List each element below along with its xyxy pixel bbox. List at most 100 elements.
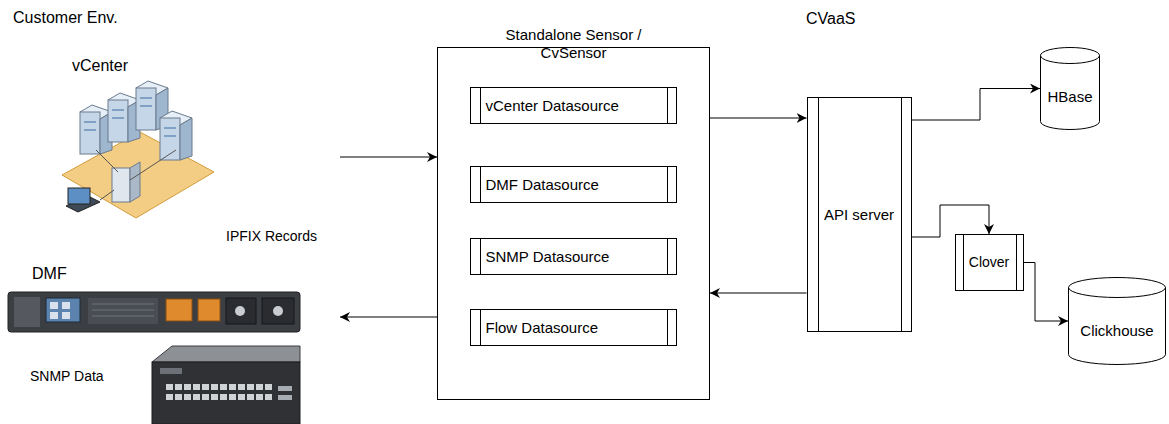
- region-tab: [1, 1, 165, 36]
- server-rack: [180, 118, 192, 160]
- dmf-appliance: [8, 292, 300, 332]
- node-label: HBase: [1047, 88, 1092, 106]
- node-label: Clickhouse: [1080, 322, 1153, 340]
- process-bar: [480, 167, 481, 202]
- dmf-appliance: [235, 306, 245, 316]
- process-bar: [480, 88, 481, 123]
- switch-port: [211, 384, 218, 390]
- dmf-appliance: [62, 302, 70, 309]
- client-laptop: [66, 188, 100, 212]
- switch-port: [238, 394, 245, 400]
- snmp-switch: [152, 346, 300, 424]
- flow-arrow: [340, 317, 437, 318]
- node-label: API server: [824, 206, 894, 224]
- cylinder-rim: [1069, 288, 1166, 298]
- server-rack: [84, 130, 96, 131]
- datasource-box: SNMP Datasource: [470, 238, 677, 275]
- client-laptop: [68, 188, 90, 204]
- data-label: SNMP Data: [30, 368, 104, 385]
- process-box: Clover: [955, 234, 1024, 291]
- dmf-appliance: [262, 298, 294, 324]
- process-bar: [1016, 235, 1017, 290]
- dmf-appliance: [50, 312, 58, 319]
- process-bar: [667, 239, 668, 274]
- switch-port: [220, 394, 227, 400]
- environment-region: Customer Env.: [0, 0, 340, 424]
- process-bar: [480, 239, 481, 274]
- switch-port: [184, 394, 191, 400]
- switch-port: [278, 395, 292, 400]
- flow-arrow: [1024, 263, 1069, 322]
- vcenter-illustration: [96, 150, 176, 200]
- switch-port: [247, 384, 254, 390]
- switch-port: [193, 394, 200, 400]
- node-label: SNMP Datasource: [486, 248, 661, 266]
- dmf-appliance: [62, 312, 70, 319]
- snmp-switch: [152, 346, 300, 362]
- switch-port: [175, 384, 182, 390]
- device-label: DMF: [32, 264, 67, 283]
- datasource-box: Flow Datasource: [470, 309, 677, 346]
- dmf-appliance: [50, 302, 58, 309]
- switch-port: [229, 384, 236, 390]
- switch-port: [175, 394, 182, 400]
- vcenter-server: [112, 168, 130, 202]
- region-title: CVaaS: [806, 9, 856, 28]
- server-rack: [140, 106, 152, 107]
- node-label: Flow Datasource: [486, 319, 661, 337]
- dmf-appliance: [226, 298, 256, 324]
- switch-port: [256, 384, 263, 390]
- cylinder-rim: [1041, 56, 1100, 64]
- dmf-appliance: [198, 299, 220, 321]
- process-bar: [963, 235, 964, 290]
- node-label: Clover: [969, 254, 1009, 271]
- dmf-appliance: [92, 304, 154, 316]
- switch-port: [211, 394, 218, 400]
- node-label: DMF Datasource: [486, 176, 661, 194]
- database-cylinder: HBase: [1040, 47, 1100, 130]
- cylinder-outline: [1068, 277, 1166, 365]
- database-cylinder: Clickhouse: [1068, 277, 1166, 365]
- cylinder-body: [1041, 48, 1100, 130]
- box-heading: Standalone Sensor / CvSensor: [486, 26, 661, 62]
- switch-port: [265, 384, 272, 390]
- switch-port: [247, 394, 254, 400]
- switch-port: [278, 386, 292, 391]
- switch-port: [166, 384, 173, 390]
- server-rack: [140, 98, 152, 99]
- switch-port: [265, 394, 272, 400]
- switch-port: [256, 394, 263, 400]
- server-rack: [136, 88, 156, 130]
- switch-port: [229, 394, 236, 400]
- server-rack: [112, 118, 124, 119]
- server-box: API server: [807, 97, 912, 332]
- process-bar: [667, 88, 668, 123]
- dmf-appliance: [14, 297, 40, 327]
- cloud-region: API server HBaseCloverClickhouse CVaaS: [793, 0, 1169, 372]
- region-title: Customer Env.: [13, 8, 118, 27]
- switch-port: [166, 384, 292, 400]
- flow-arrow: [710, 118, 807, 119]
- switch-port: [238, 384, 245, 390]
- snmp-switch: [152, 362, 300, 424]
- region-body: [1, 35, 340, 424]
- region-body: [794, 35, 1169, 372]
- flow-label: IPFIX Records: [226, 228, 317, 245]
- switch-port: [202, 384, 209, 390]
- flow-arrow: [340, 157, 437, 158]
- datasource-box: DMF Datasource: [470, 166, 677, 203]
- process-bar: [818, 98, 819, 331]
- region-tab: [794, 1, 895, 36]
- server-rack: [164, 136, 176, 137]
- server-rack: [112, 110, 124, 111]
- vcenter-server: [130, 162, 140, 202]
- vcenter-server: [112, 162, 140, 202]
- process-bar: [667, 167, 668, 202]
- server-rack: [80, 112, 100, 154]
- process-bar: [667, 310, 668, 345]
- flow-arrow: [912, 89, 1041, 121]
- flow-arrow: [710, 293, 807, 294]
- vcenter-illustration: [52, 82, 222, 250]
- switch-port: [166, 394, 173, 400]
- datasource-box: vCenter Datasource: [470, 87, 677, 124]
